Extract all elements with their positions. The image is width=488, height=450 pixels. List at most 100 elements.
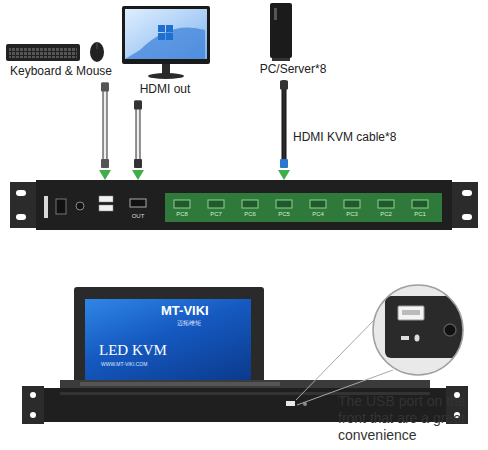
device-node: Keyboard & Mouse xyxy=(0,36,122,78)
usb-port-large xyxy=(398,306,424,320)
device-node: PC/Server*8 xyxy=(234,0,352,76)
unit-body xyxy=(36,180,452,230)
port-label: PC1 xyxy=(414,211,426,218)
pc-port-panel xyxy=(165,193,442,222)
screen-text: MT-VIKI xyxy=(161,304,209,318)
rack-hole xyxy=(462,214,472,220)
edge-label: HDMI KVM cable*8 xyxy=(292,130,397,144)
mouse-wheel xyxy=(97,43,98,49)
port-label: PC8 xyxy=(176,211,188,218)
monitor-screen xyxy=(125,9,207,59)
mouse-symbol xyxy=(415,335,420,342)
rack-hole xyxy=(462,190,472,196)
hdmi-port xyxy=(242,200,258,208)
screen-swirl xyxy=(125,28,205,60)
hdmi-port xyxy=(344,200,360,208)
mouse xyxy=(90,42,104,62)
windows-logo xyxy=(158,33,165,40)
hdmi-port xyxy=(378,200,394,208)
keyboard-body xyxy=(6,44,80,61)
cable-plug xyxy=(101,159,109,168)
hdmi-port xyxy=(208,200,224,208)
unit-bracket xyxy=(44,196,48,218)
cable-core xyxy=(283,80,286,168)
rack-ear xyxy=(10,182,36,228)
front-usb-port xyxy=(286,401,295,406)
hdmi-port xyxy=(276,200,292,208)
cable-plug xyxy=(280,159,288,168)
hdmi-port xyxy=(310,200,326,208)
hdmi-port xyxy=(412,200,428,208)
arrow-head xyxy=(278,170,290,180)
rack-ear xyxy=(22,386,44,424)
windows-logo xyxy=(158,25,165,32)
monitor-frame xyxy=(122,6,210,64)
device-label: HDMI out xyxy=(114,82,216,96)
power-switch xyxy=(56,199,66,214)
kvm-switch-unit: OUT PC8 PC7 PC6 PC5 PC4 PC3 PC2 PC1 xyxy=(10,180,478,230)
leader-line xyxy=(296,317,377,400)
usb-callout xyxy=(296,285,470,405)
port-label: PC6 xyxy=(244,211,256,218)
tower-body xyxy=(270,3,292,58)
windows-logo xyxy=(166,25,173,32)
monitor-icon xyxy=(122,6,210,79)
pc-tower-icon xyxy=(270,3,292,61)
tower-foot xyxy=(272,58,290,61)
tray-keys xyxy=(80,382,280,386)
cable-core xyxy=(104,82,107,168)
cable-outline xyxy=(136,100,141,168)
port-label: PC5 xyxy=(278,211,290,218)
cable-plug xyxy=(101,82,109,91)
screen-text: LED KVM xyxy=(99,342,167,359)
keyboard-keys xyxy=(9,47,77,58)
cable-plug xyxy=(134,100,142,109)
cable-connector xyxy=(278,80,290,180)
cable-connector xyxy=(99,82,111,180)
callout-circle xyxy=(373,285,463,375)
rack-hole xyxy=(16,190,26,196)
port-label: PC3 xyxy=(346,211,358,218)
port-label: PC7 xyxy=(210,211,222,218)
hdmi-port xyxy=(174,200,190,208)
device-label: Keyboard & Mouse xyxy=(0,64,122,78)
knob xyxy=(444,324,456,336)
keyboard-symbol xyxy=(401,336,409,340)
lcd-screen: MT-VIKI 迈拓维矩 LED KVM WWW.MT-VIKI.COM xyxy=(85,299,251,380)
cable-outline xyxy=(282,80,287,168)
rack-ear xyxy=(452,182,478,228)
usb-tongue xyxy=(402,310,420,315)
screen-text: WWW.MT-VIKI.COM xyxy=(101,362,147,368)
kvm-switch-rear xyxy=(10,180,478,230)
usb-port xyxy=(99,196,113,202)
dc-jack xyxy=(76,202,84,210)
hdmi-out-port xyxy=(130,199,146,207)
windows-logo xyxy=(166,33,173,40)
rack-hole xyxy=(16,214,26,220)
lid-frame xyxy=(74,287,264,387)
cable-connector xyxy=(132,100,144,180)
device-label: PC/Server*8 xyxy=(234,62,352,76)
cable-core xyxy=(137,100,140,168)
callout-text: The USB port on the front that are a gre… xyxy=(338,393,484,443)
rack-hole xyxy=(30,392,36,398)
cable-plug xyxy=(280,80,288,89)
device-node: HDMI out xyxy=(114,2,216,96)
port-label: PC4 xyxy=(312,211,324,218)
port-label: PC2 xyxy=(380,211,392,218)
monitor-base xyxy=(148,73,184,79)
cable-outline xyxy=(103,82,108,168)
usb-port xyxy=(99,205,113,211)
screen-text: 迈拓维矩 xyxy=(177,320,201,327)
arrow-head xyxy=(99,170,111,180)
cable-plug xyxy=(134,159,142,168)
tower-logo xyxy=(274,8,277,20)
keyboard-tray xyxy=(60,380,430,388)
keyboard-mouse-icon xyxy=(6,42,104,62)
monitor-neck xyxy=(162,64,170,74)
rack-hole xyxy=(30,412,36,418)
front-panel xyxy=(385,296,470,358)
port-label: OUT xyxy=(132,213,145,220)
